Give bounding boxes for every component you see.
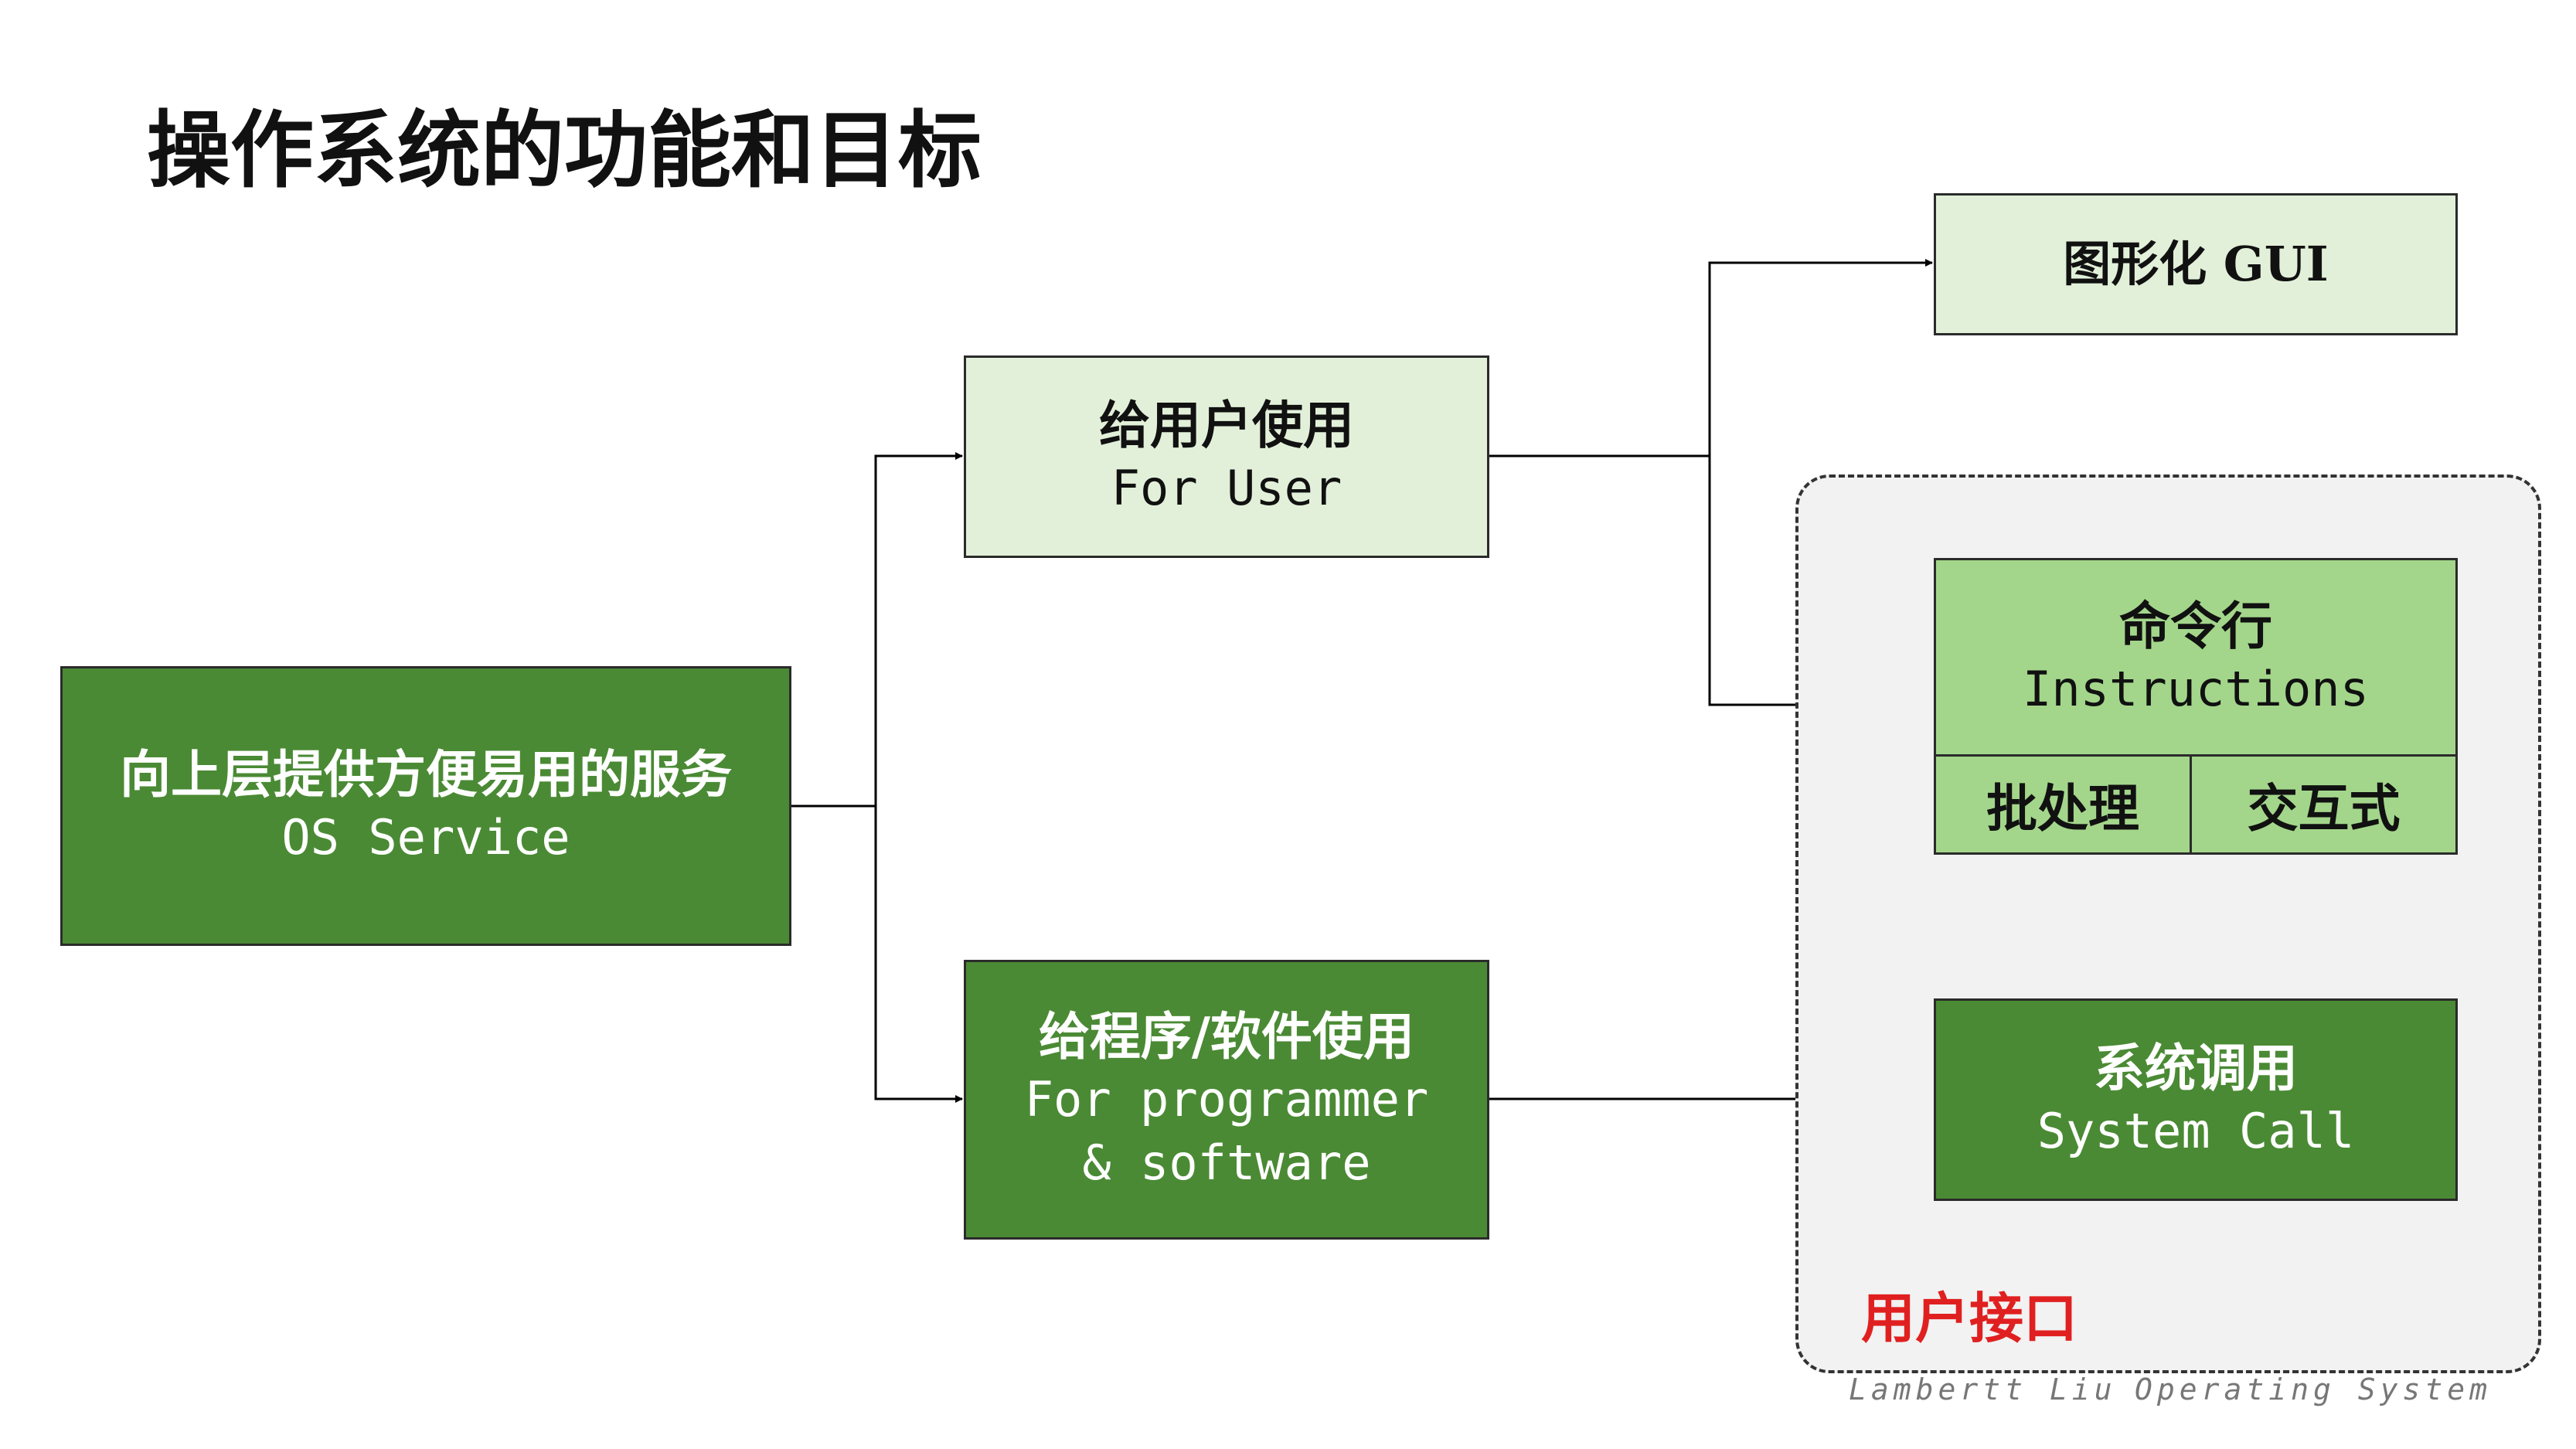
gui-node: 图形化 GUI [1934,193,2458,335]
batch-processing-cell: 批处理 [1934,754,2192,855]
system-call-cn-label: 系统调用 [2094,1038,2298,1098]
os-service-en-label: OS Service [281,809,570,866]
for-programmer-cn-label: 给程序/软件使用 [1038,1006,1415,1066]
os-service-cn-label: 向上层提供方便易用的服务 [120,744,732,804]
for-programmer-en-label-2: & software [1082,1134,1371,1191]
system-call-en-label: System Call [2037,1103,2355,1159]
interactive-cell: 交互式 [2190,754,2458,855]
gui-label: 图形化 GUI [2063,236,2329,292]
for-user-node: 给用户使用 For User [964,355,1489,558]
connector-user-to-gui [1488,259,1933,457]
instructions-en-label: Instructions [2023,661,2369,717]
os-service-node: 向上层提供方便易用的服务 OS Service [60,666,791,946]
for-programmer-node: 给程序/软件使用 For programmer & software [964,960,1489,1240]
for-user-en-label: For User [1111,460,1342,516]
instructions-cn-label: 命令行 [2119,596,2272,656]
footer-course: Operating System [2135,1372,2493,1406]
for-programmer-en-label-1: For programmer [1024,1071,1429,1128]
footer-author: Lambertt Liu [1849,1372,2117,1406]
system-call-node: 系统调用 System Call [1934,998,2458,1201]
instructions-node: 命令行 Instructions [1934,558,2458,755]
for-user-cn-label: 给用户使用 [1099,395,1354,455]
user-interface-group-label: 用户接口 [1861,1286,2077,1350]
connector-os-to-programmer [874,806,963,1103]
connector-os-to-user [791,452,963,808]
page-title: 操作系统的功能和目标 [147,102,982,199]
